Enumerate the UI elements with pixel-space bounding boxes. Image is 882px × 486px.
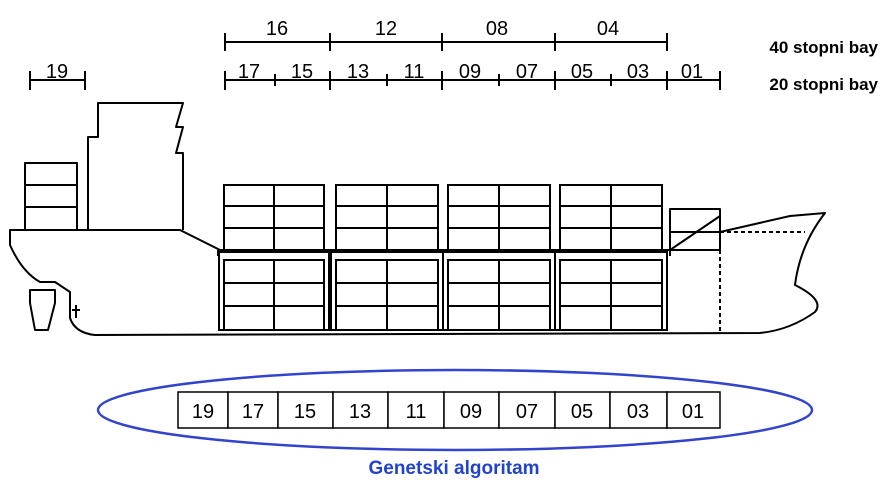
bay20-label: 15 xyxy=(291,61,313,83)
ship-hull xyxy=(9,212,826,336)
bay20-label: 05 xyxy=(571,61,593,83)
gene-cell xyxy=(177,391,229,429)
gene-cell xyxy=(443,391,500,429)
gene-label: 09 xyxy=(460,401,482,423)
bay40-label: 16 xyxy=(266,18,288,40)
bay20-label: 01 xyxy=(681,61,703,83)
bay40-label: 12 xyxy=(375,18,397,40)
legend-40ft: 40 stopni bay xyxy=(769,38,878,57)
gene-label: 05 xyxy=(571,401,593,423)
bay-scale xyxy=(29,33,721,90)
bay20-label: 03 xyxy=(627,61,649,83)
bay40-label: 04 xyxy=(597,18,619,40)
gene-cell xyxy=(666,391,721,429)
stern-deck-stack xyxy=(24,162,78,231)
bay20-label: 13 xyxy=(347,61,369,83)
superstructure xyxy=(87,102,184,230)
caption-genetic-algorithm: Genetski algoritam xyxy=(368,458,539,479)
stern-bay-label: 19 xyxy=(46,61,68,83)
bay-group-16 xyxy=(218,184,330,331)
gene-cell xyxy=(227,391,279,429)
gene-label: 19 xyxy=(192,401,214,423)
bay20-label: 07 xyxy=(516,61,538,83)
bay20-label: 11 xyxy=(404,61,425,83)
bay-legend: 40 stopni bay 20 stopni bay xyxy=(769,38,878,94)
bay20-label: 09 xyxy=(459,61,481,83)
bay-group-08 xyxy=(442,184,556,331)
bow-bulkhead xyxy=(719,231,805,333)
bay-group-04 xyxy=(554,184,668,331)
gene-label: 01 xyxy=(682,401,704,423)
gene-label: 15 xyxy=(294,401,316,423)
gene-label: 11 xyxy=(406,401,427,423)
gene-cell xyxy=(387,391,445,429)
gene-label: 17 xyxy=(242,401,264,423)
gene-cell xyxy=(332,391,389,429)
gene-label: 07 xyxy=(516,401,538,423)
bay-labels: 16 12 08 04 17 15 13 11 09 07 05 03 01 1… xyxy=(46,18,703,83)
gene-cell xyxy=(554,391,611,429)
rudder-shape xyxy=(29,289,56,331)
gene-label: 03 xyxy=(627,401,649,423)
gene-cell xyxy=(609,391,668,429)
bay20-label: 17 xyxy=(238,61,260,83)
bow-container xyxy=(669,208,721,251)
ship xyxy=(9,102,826,336)
chromosome-ellipse xyxy=(96,368,814,452)
cargo-blocks xyxy=(218,184,668,331)
bay-group-12 xyxy=(330,184,444,331)
gene-label: 13 xyxy=(349,401,371,423)
bay40-label: 08 xyxy=(486,18,508,40)
legend-20ft: 20 stopni bay xyxy=(769,75,878,94)
propeller-shape xyxy=(72,305,80,318)
chromosome-genes: 19 17 15 13 11 09 07 05 03 01 xyxy=(177,391,721,429)
